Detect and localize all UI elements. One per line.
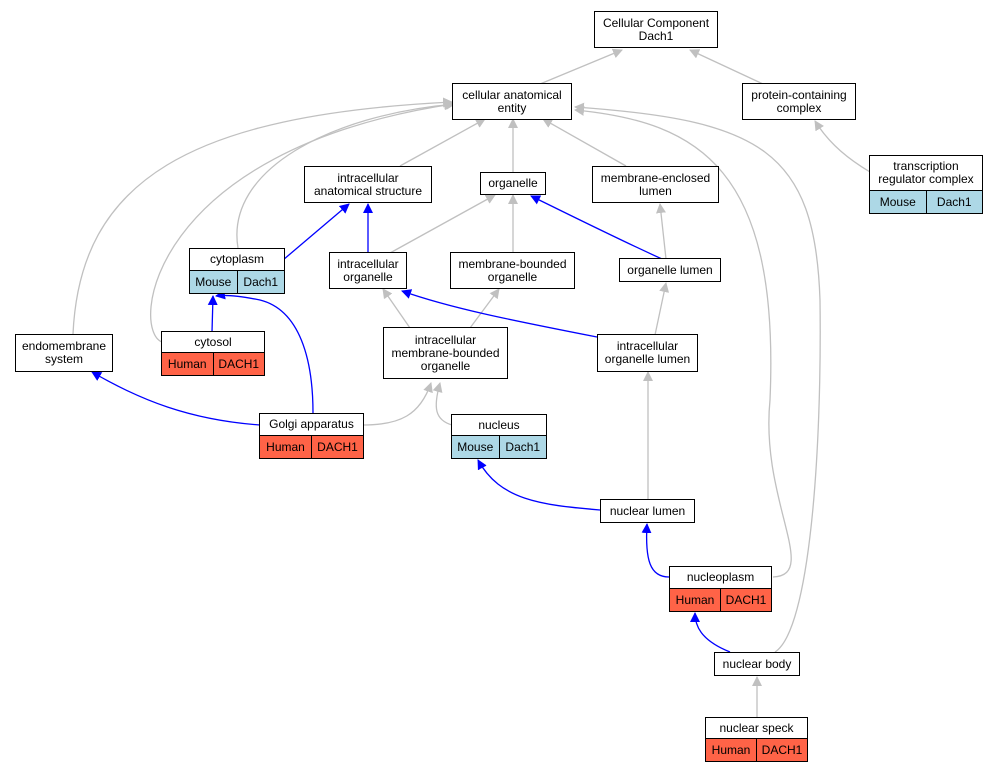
node-label: transcription regulator complex [878, 159, 974, 186]
gene-tag: DACH1 [311, 436, 363, 458]
node-label: Cellular Component Dach1 [602, 15, 710, 43]
node-cytoplasm[interactable]: cytoplasm Mouse Dach1 [189, 248, 285, 294]
node-intracellular-membrane-bounded-organelle[interactable]: intracellular membrane-bounded organelle [383, 327, 508, 379]
gene-tag: DACH1 [212, 353, 264, 375]
edge-cytoplasm-to-ias-blue [282, 203, 350, 261]
species-tag: Mouse [870, 191, 926, 213]
node-label: protein-containing complex [751, 87, 847, 115]
gene-tag: Dach1 [236, 271, 284, 293]
edge-golgi-to-endomembrane-blue [91, 371, 261, 426]
edge-pcc-to-cc [689, 49, 764, 85]
edge-ias-to-cae [399, 118, 486, 167]
node-intracellular-organelle[interactable]: intracellular organelle [329, 252, 407, 289]
edge-cytosol-to-cytoplasm-blue [207, 295, 218, 333]
node-protein-containing-complex[interactable]: protein-containing complex [742, 83, 856, 120]
edge-mel-to-cae [542, 118, 627, 167]
edge-trc-to-pcc [814, 120, 871, 173]
species-tag: Human [670, 589, 720, 611]
species-tag: Mouse [452, 436, 499, 458]
node-cellular-anatomical-entity[interactable]: cellular anatomical entity [452, 83, 572, 120]
node-label: organelle lumen [627, 262, 713, 277]
gene-tag: Dach1 [925, 191, 982, 213]
edge-nucleoplasm-to-cae [574, 105, 792, 578]
edge-imbo-to-mbo [469, 288, 500, 329]
node-organelle-lumen[interactable]: organelle lumen [619, 258, 721, 282]
node-intracellular-organelle-lumen[interactable]: intracellular organelle lumen [597, 334, 698, 372]
edge-nuclear-body-to-nucleoplasm-blue [690, 612, 731, 653]
edge-ol-to-mel [656, 203, 667, 260]
gene-tag: DACH1 [720, 589, 771, 611]
edge-nucleoplasm-to-nuclear-lumen-blue [641, 523, 670, 578]
node-nuclear-body[interactable]: nuclear body [714, 652, 800, 676]
node-label: endomembrane system [21, 339, 107, 366]
gene-tag: Dach1 [498, 436, 546, 458]
node-cytosol[interactable]: cytosol Human DACH1 [161, 331, 265, 376]
node-label: Golgi apparatus [269, 417, 354, 431]
edge-cytoplasm-to-cae [236, 99, 456, 249]
node-intracellular-anatomical-structure[interactable]: intracellular anatomical structure [304, 166, 432, 203]
edge-cytosol-to-cae [150, 100, 454, 343]
edge-io-to-organelle [389, 194, 496, 254]
node-organelle[interactable]: organelle [480, 172, 546, 195]
species-tag: Human [706, 739, 756, 761]
edge-nuclear-body-to-cae [574, 102, 821, 653]
node-membrane-enclosed-lumen[interactable]: membrane-enclosed lumen [592, 166, 719, 203]
node-label: intracellular anatomical structure [313, 170, 423, 198]
node-label: nuclear lumen [609, 503, 686, 518]
node-transcription-regulator-complex[interactable]: transcription regulator complex Mouse Da… [869, 155, 983, 214]
node-membrane-bounded-organelle[interactable]: membrane-bounded organelle [450, 252, 575, 289]
node-label: cellular anatomical entity [462, 87, 562, 115]
gene-tag: DACH1 [756, 739, 807, 761]
edge-nuclear-lumen-to-nucleus-blue [477, 459, 601, 511]
node-label: membrane-bounded organelle [458, 256, 567, 284]
node-label: nuclear body [722, 656, 792, 671]
edge-imbo-to-io [382, 288, 411, 329]
node-label: intracellular organelle [337, 256, 399, 284]
node-label: nucleoplasm [686, 570, 755, 584]
node-label: intracellular membrane-bounded organelle [391, 332, 500, 373]
edge-iol-to-ol [654, 282, 670, 336]
node-nucleoplasm[interactable]: nucleoplasm Human DACH1 [669, 566, 772, 612]
edge-nucleus-to-imbo [432, 382, 453, 426]
edge-iol-to-io-blue [401, 289, 598, 338]
edge-endomembrane-to-cae [72, 97, 453, 335]
node-endomembrane-system[interactable]: endomembrane system [15, 334, 113, 372]
node-label: cytosol [194, 334, 232, 349]
edge-golgi-to-cytoplasm-blue [215, 289, 314, 414]
node-label: cytoplasm [209, 252, 265, 266]
node-label: membrane-enclosed lumen [600, 170, 711, 198]
node-label: intracellular organelle lumen [604, 339, 691, 366]
node-nucleus[interactable]: nucleus Mouse Dach1 [451, 414, 547, 459]
species-tag: Human [162, 353, 213, 375]
node-golgi-apparatus[interactable]: Golgi apparatus Human DACH1 [259, 413, 364, 459]
node-nuclear-speck[interactable]: nuclear speck Human DACH1 [705, 717, 808, 762]
node-label: nucleus [478, 417, 520, 432]
edge-ol-to-organelle-blue [530, 195, 663, 260]
node-nuclear-lumen[interactable]: nuclear lumen [600, 499, 695, 523]
node-label: organelle [488, 176, 538, 190]
species-tag: Human [260, 436, 311, 458]
edge-cae-to-cc [539, 48, 623, 85]
species-tag: Mouse [190, 271, 237, 293]
node-label: nuclear speck [719, 720, 794, 735]
node-cellular-component[interactable]: Cellular Component Dach1 [594, 11, 718, 48]
edge-golgi-to-imbo [362, 382, 433, 426]
